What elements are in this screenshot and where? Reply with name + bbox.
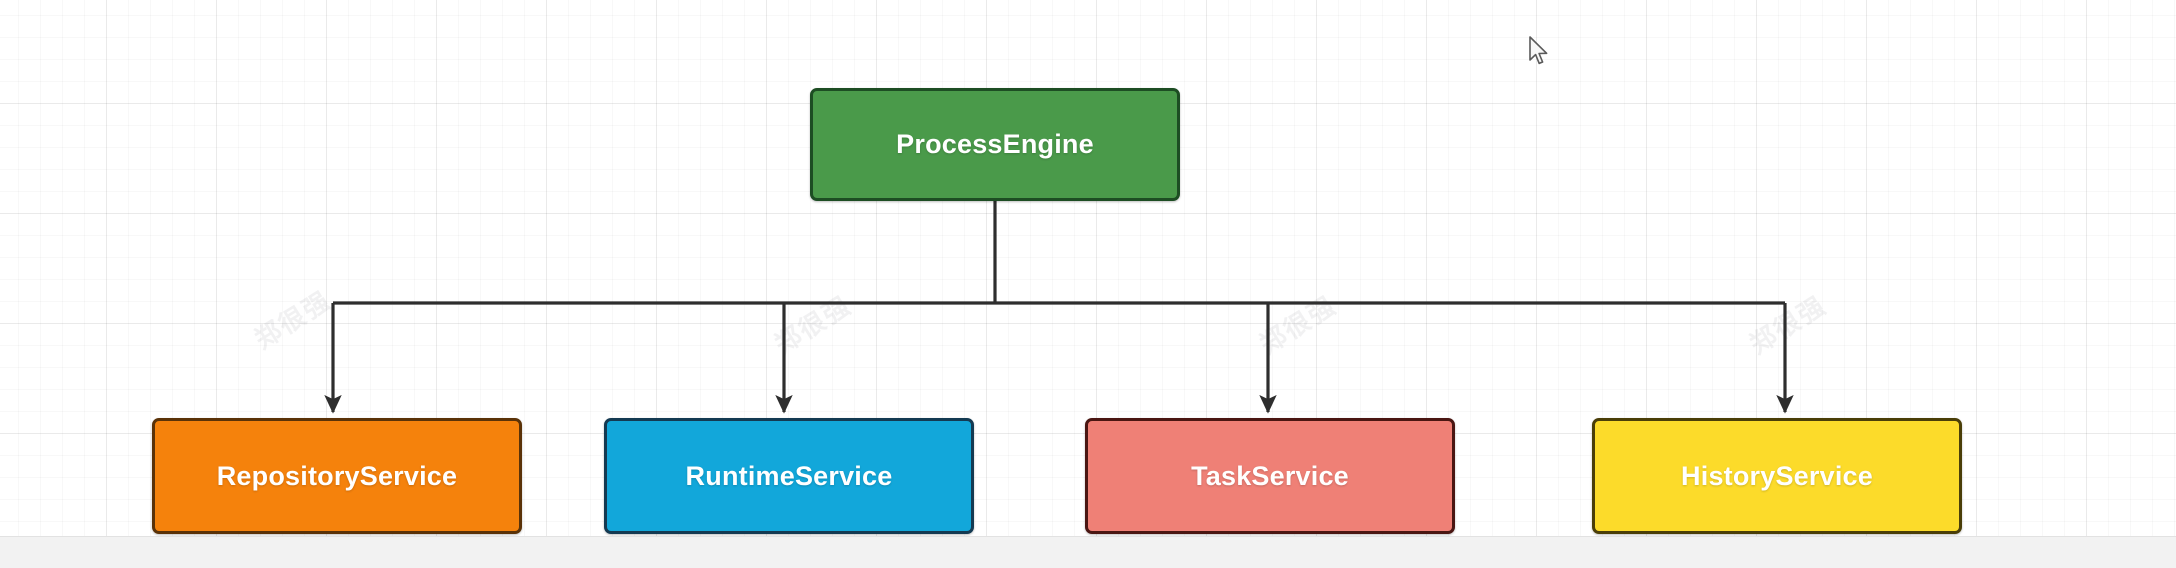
watermark: 郑很强 bbox=[249, 284, 337, 355]
node-history-service[interactable]: HistoryService bbox=[1592, 418, 1962, 534]
bottom-panel-strip bbox=[0, 536, 2176, 568]
node-task-service[interactable]: TaskService bbox=[1085, 418, 1455, 534]
node-label: HistoryService bbox=[1681, 460, 1873, 491]
node-label: RepositoryService bbox=[216, 460, 458, 491]
node-repository-service[interactable]: RepositoryService bbox=[152, 418, 522, 534]
node-label: ProcessEngine bbox=[896, 129, 1094, 159]
node-label: TaskService bbox=[1191, 460, 1349, 491]
arrow-pointer-icon bbox=[1529, 36, 1548, 65]
watermark: 郑很强 bbox=[1254, 289, 1342, 360]
watermark: 郑很强 bbox=[769, 289, 857, 360]
node-process-engine[interactable]: ProcessEngine bbox=[810, 88, 1180, 201]
node-label: RuntimeService bbox=[685, 460, 893, 491]
watermark: 郑很强 bbox=[1744, 289, 1832, 360]
node-runtime-service[interactable]: RuntimeService bbox=[604, 418, 974, 534]
